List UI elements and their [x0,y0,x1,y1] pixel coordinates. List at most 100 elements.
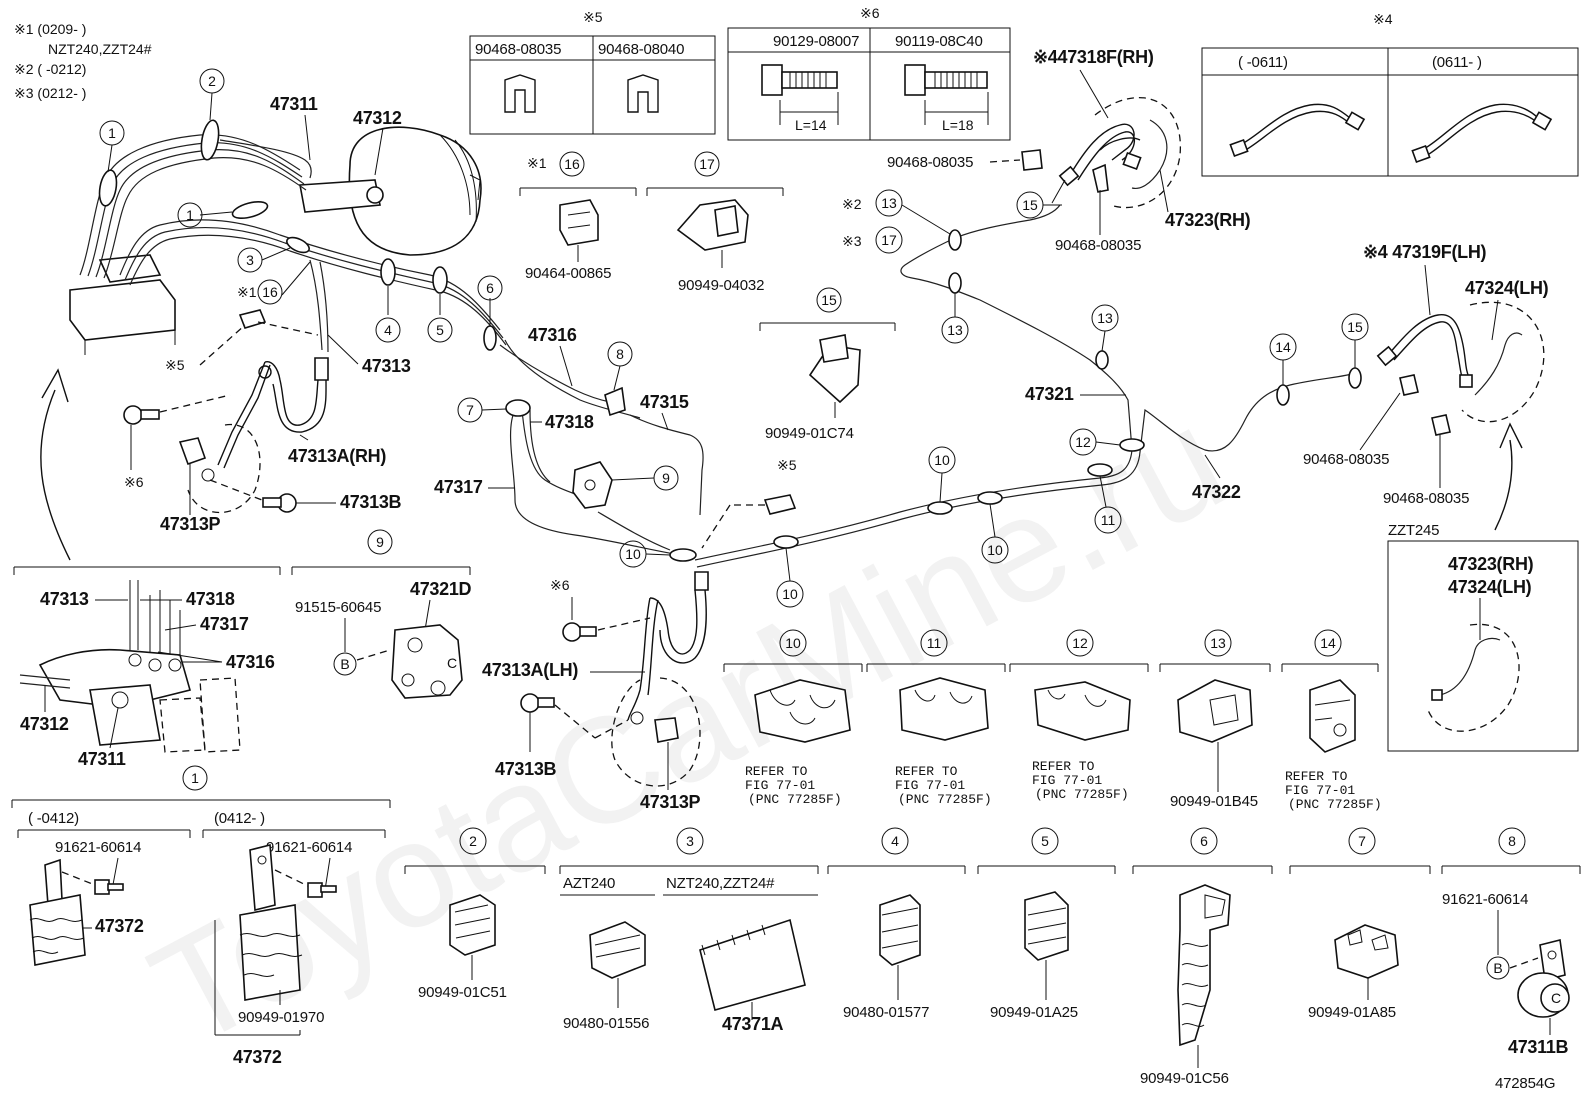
label-47323-rh: 47323(RH) [1165,210,1251,230]
note-6-rh: ※6 [124,474,144,490]
svg-text:2: 2 [469,833,477,849]
clamp-7-section: 7 [1289,827,1431,1000]
callout-16: 16 [257,279,283,305]
refer-12-a: REFER TO [1032,759,1095,774]
svg-text:2: 2 [208,73,216,89]
callout-1b: 1 [177,202,203,228]
svg-text:10: 10 [782,586,798,602]
clamp-8-part: 47311B [1508,1037,1569,1057]
svg-text:16: 16 [564,156,580,172]
clamp1-range-a: ( -0412) [28,810,79,827]
svg-text:6: 6 [486,280,494,296]
inset-master-cylinder [13,566,281,753]
note-1a: ※1 (0209- ) [14,21,86,37]
label-90468-d: 90468-08035 [1383,490,1469,507]
table5-c1: 90468-08035 [475,41,561,58]
label-90468-b: 90468-08035 [1055,237,1141,254]
svg-text:7: 7 [1358,833,1366,849]
svg-text:14: 14 [1320,635,1336,651]
clamp1-bolt-a: 91621-60614 [55,839,141,856]
inset-label-47316: 47316 [226,652,275,672]
note-2: ※2 ( -0212) [14,61,86,77]
clamp1-range-b: (0412- ) [214,810,265,827]
svg-text:10: 10 [934,452,950,468]
label-47322: 47322 [1192,482,1241,502]
note-5-mid: ※5 [777,457,797,473]
master-cylinder-group [69,119,641,419]
clamp-1-b [239,843,337,1001]
callout-11: 11 [1094,506,1122,534]
clamp1-90949: 90949-01970 [238,1009,324,1026]
label-47313a-rh: 47313A(RH) [288,446,386,466]
refer-10-b: FIG 77-01 [745,778,815,793]
label-47313b-rh: 47313B [340,492,402,512]
table6-l2: L=18 [942,117,974,133]
label-47312: 47312 [353,108,402,128]
svg-text:17: 17 [699,156,715,172]
table6-l1: L=14 [795,117,827,133]
callout-10c: 10 [928,446,956,474]
refer-14-c: (PNC 77285F) [1288,797,1382,812]
svg-text:12: 12 [1072,635,1088,651]
svg-text:8: 8 [1508,833,1516,849]
callout-15a: 15 [1341,313,1369,341]
callout-6: 6 [477,275,503,301]
note-4-table: ※4 [1373,11,1393,27]
refer-12-c: (PNC 77285F) [1035,787,1129,802]
table6-c1: 90129-08007 [773,33,859,50]
callout-13b: 13 [941,316,969,344]
clamp-5-part: 90949-01A25 [990,1004,1078,1021]
svg-text:10: 10 [785,635,801,651]
clamp1-47372-a: 47372 [95,916,144,936]
callout-15-header: 15 [816,287,842,313]
svg-text:11: 11 [1101,512,1116,528]
clamp-3-azt: AZT240 [563,875,615,892]
label-47313a-lh: 47313A(LH) [482,660,578,680]
zzt245-title: ZZT245 [1388,522,1439,539]
callout-9: 9 [653,465,679,491]
svg-text:3: 3 [686,833,694,849]
inset-label-47312: 47312 [20,714,69,734]
diagram-id: 472854G [1495,1075,1555,1092]
callout-14: 14 [1269,333,1297,361]
svg-text:1: 1 [108,125,116,141]
clamp-10-section: 10 [723,629,863,743]
callout-8: 8 [607,341,633,367]
table5-c2: 90468-08040 [598,41,684,58]
label-47324-lh: 47324(LH) [1465,278,1549,298]
svg-text:6: 6 [1200,833,1208,849]
callout-7: 7 [457,397,483,423]
svg-text:12: 12 [1075,434,1091,450]
table4-c1: ( -0611) [1238,54,1288,71]
clamp-4-section: 4 [827,827,966,1000]
label-91515: 91515-60645 [295,599,381,616]
svg-text:17: 17 [881,232,897,248]
bolt-47313b-lh [520,693,555,713]
svg-text:4: 4 [384,322,392,338]
note-1-16: ※1 [237,284,257,300]
svg-text:5: 5 [1041,833,1049,849]
label-47319f-lh: ※4 47319F(LH) [1363,242,1487,262]
callout-1a: 1 [99,120,125,146]
label-47313p-rh: 47313P [160,514,221,534]
clamp1-47372-b: 47372 [233,1047,282,1067]
label-47317: 47317 [434,477,483,497]
label-90464: 90464-00865 [525,265,611,282]
port-c-8: C [1551,990,1561,1006]
zzt245-47323: 47323(RH) [1448,554,1534,574]
note-5-table: ※5 [583,9,603,25]
clamp-6-part: 90949-01C56 [1140,1070,1229,1087]
label-47311: 47311 [270,94,318,114]
callout-15b: 15 [1016,191,1044,219]
label-47316: 47316 [528,325,577,345]
svg-text:B: B [340,656,349,672]
inset-label-47313: 47313 [40,589,89,609]
callout-2: 2 [199,68,225,94]
clamp-5-section: 5 [977,827,1116,1000]
callout-16-header: 16 [559,151,585,177]
svg-text:13: 13 [947,322,963,338]
svg-text:13: 13 [881,195,897,211]
clamp-14-section: 14 [1281,629,1379,753]
clamp-3-nzt: NZT240,ZZT24# [666,875,775,892]
